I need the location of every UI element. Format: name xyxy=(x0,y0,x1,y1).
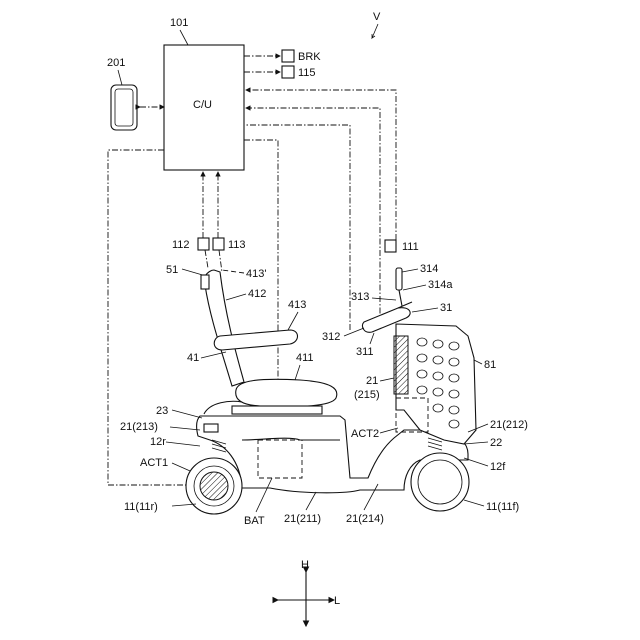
side-panel-215 xyxy=(394,336,408,394)
sensor-113-label: 113 xyxy=(228,239,246,251)
terminal-device: 201 xyxy=(107,57,164,130)
label-413p: 413' xyxy=(246,268,266,280)
label-21-211: 21(211) xyxy=(284,513,321,525)
direction-indicator: H L xyxy=(278,559,340,626)
control-unit-label: C/U xyxy=(193,99,212,111)
sensor-111: 111 xyxy=(385,240,419,253)
brake-label: BRK xyxy=(298,51,321,63)
output-115: 115 xyxy=(244,66,316,79)
label-412: 412 xyxy=(248,288,266,300)
label-31: 31 xyxy=(440,302,452,314)
label-act2: ACT2 xyxy=(351,428,379,440)
terminal-ref: 201 xyxy=(107,57,125,69)
label-311: 311 xyxy=(356,346,374,358)
label-314a: 314a xyxy=(428,279,453,291)
view-label: V xyxy=(373,11,381,23)
label-11r: 11(11r) xyxy=(124,501,158,513)
sensor-111-label: 111 xyxy=(402,241,419,253)
control-unit: C/U 101 xyxy=(164,17,244,170)
seat-cushion: 411 xyxy=(236,352,337,407)
label-22: 22 xyxy=(490,437,502,449)
label-21-215a: 21 xyxy=(366,375,378,387)
sensor-113: 113 xyxy=(213,172,246,251)
label-bat: BAT xyxy=(244,515,265,527)
output-115-label: 115 xyxy=(298,67,316,79)
axis-h-label: H xyxy=(301,559,309,571)
label-51: 51 xyxy=(166,264,178,276)
label-413: 413 xyxy=(288,299,306,311)
label-12r: 12r xyxy=(150,436,166,448)
axis-l-label: L xyxy=(334,595,340,607)
brake-output: BRK xyxy=(244,50,321,63)
control-unit-ref: 101 xyxy=(170,17,188,29)
label-312: 312 xyxy=(322,331,340,343)
label-23: 23 xyxy=(156,405,168,417)
sensor-112: 112 xyxy=(172,172,209,251)
label-act1: ACT1 xyxy=(140,457,168,469)
label-411: 411 xyxy=(296,352,314,364)
label-81: 81 xyxy=(484,359,496,371)
sensor-112-label: 112 xyxy=(172,239,190,251)
front-cowl: 81 xyxy=(396,324,496,444)
label-313: 313 xyxy=(351,291,369,303)
label-21-213: 21(213) xyxy=(120,421,158,433)
label-11f: 11(11f) xyxy=(486,501,519,513)
seat-back: 51 413' 412 xyxy=(166,264,266,386)
label-21-215b: (215) xyxy=(354,389,380,401)
label-314: 314 xyxy=(420,263,438,275)
label-41: 41 xyxy=(187,352,199,364)
label-21-212: 21(212) xyxy=(490,419,528,431)
label-12f: 12f xyxy=(490,461,506,473)
label-21-214: 21(214) xyxy=(346,513,384,525)
